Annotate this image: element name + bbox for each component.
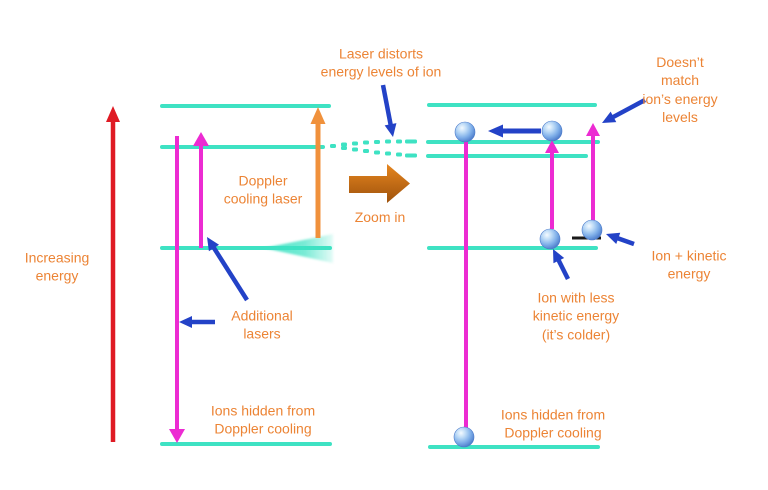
doesnt-match-pointer-arrow xyxy=(602,98,647,123)
ion-mid-level xyxy=(539,228,561,250)
distorted-level-dash xyxy=(341,142,347,147)
right-cooling-transition-arrow xyxy=(545,140,559,229)
distorted-level-dash xyxy=(352,141,358,146)
left-top-level xyxy=(160,104,331,108)
right-top-level xyxy=(427,103,597,107)
right-close-lower-level xyxy=(426,154,588,158)
zoom-in-block-arrow xyxy=(349,164,410,203)
right-close-upper-level xyxy=(426,140,600,144)
label-ion-plus-kinetic: Ion + kinetic energy xyxy=(651,247,727,282)
label-ions-hidden-left: Ions hidden from Doppler cooling xyxy=(210,402,316,437)
label-doesnt-match: Doesn’t match ion’s energy levels xyxy=(642,54,718,126)
ion-plus-kinetic-pointer-arrow xyxy=(606,232,635,247)
left-bottom-level xyxy=(160,442,332,446)
distorted-level-dash xyxy=(385,151,391,156)
distorted-level-dash xyxy=(385,139,391,144)
ion-top-left xyxy=(454,121,476,143)
label-additional-lasers: Additional lasers xyxy=(231,307,293,342)
ion-top-right xyxy=(541,120,563,142)
label-doppler-cooling-laser: Doppler cooling laser xyxy=(223,172,303,207)
label-increasing-energy: Increasing energy xyxy=(24,249,90,284)
distorted-level-dash xyxy=(330,144,336,148)
distorted-level-dash xyxy=(396,139,402,144)
right-mid-level xyxy=(427,246,598,250)
laser-distorts-pointer-arrow xyxy=(380,84,397,137)
distorted-level-dash xyxy=(405,153,417,158)
left-additional-laser-arrow xyxy=(193,132,209,248)
left-hidden-ion-laser-arrow xyxy=(169,136,185,443)
right-bottom-level xyxy=(428,445,600,449)
label-ions-hidden-right: Ions hidden from Doppler cooling xyxy=(500,406,606,441)
increasing-energy-arrow xyxy=(106,106,120,442)
distorted-level-dash xyxy=(374,140,380,144)
left-mid-upper-level xyxy=(160,145,325,149)
doppler-cooling-laser-arrow xyxy=(310,107,326,238)
label-ion-less-kinetic: Ion with less kinetic energy (it’s colde… xyxy=(532,289,620,343)
laser-beam-cone xyxy=(264,234,333,263)
ion-kinetic xyxy=(581,219,603,241)
distorted-level-dash xyxy=(396,152,402,157)
additional-lasers-pointer-upper xyxy=(207,237,249,302)
distorted-level-dash xyxy=(405,139,417,144)
distorted-level-dash xyxy=(363,149,369,153)
ion-less-kinetic-pointer-arrow xyxy=(553,249,571,281)
distorted-level-dash xyxy=(341,146,347,150)
distorted-level-dash xyxy=(352,147,358,152)
label-laser-distorts: Laser distorts energy levels of ion xyxy=(320,45,442,80)
label-zoom-in: Zoom in xyxy=(354,208,406,225)
additional-lasers-pointer-lower xyxy=(179,316,215,328)
right-mismatch-transition-arrow xyxy=(586,123,600,232)
ion-recoil-arrow xyxy=(488,124,541,138)
ion-bottom xyxy=(453,426,475,448)
distorted-level-dash xyxy=(363,140,369,145)
distorted-level-dash xyxy=(374,150,380,155)
